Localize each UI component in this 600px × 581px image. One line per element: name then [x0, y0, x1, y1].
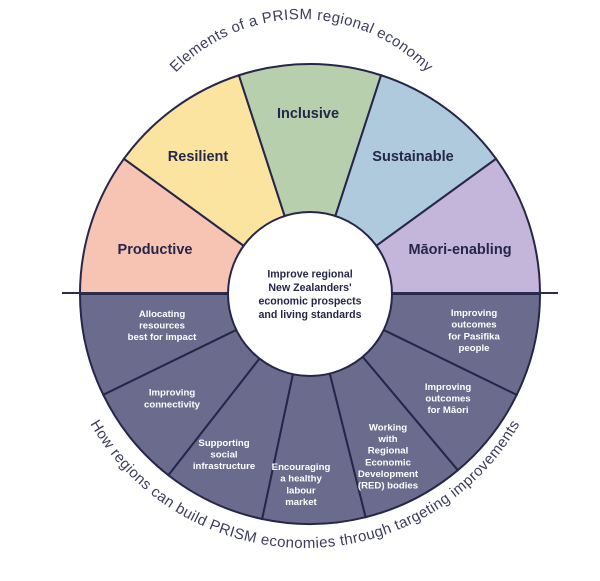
- segment-inclusive: [237, 63, 383, 298]
- segment-label-sustainable: Sustainable: [372, 149, 453, 165]
- center-circle: [227, 211, 393, 377]
- segment-label-inclusive: Inclusive: [277, 106, 339, 122]
- segment-label-resilient: Resilient: [168, 149, 229, 165]
- segment-label-productive: Productive: [118, 242, 193, 258]
- segment-label-maori-enabling: Māori-enabling: [408, 242, 511, 258]
- improvement-wedge-4: [260, 293, 367, 525]
